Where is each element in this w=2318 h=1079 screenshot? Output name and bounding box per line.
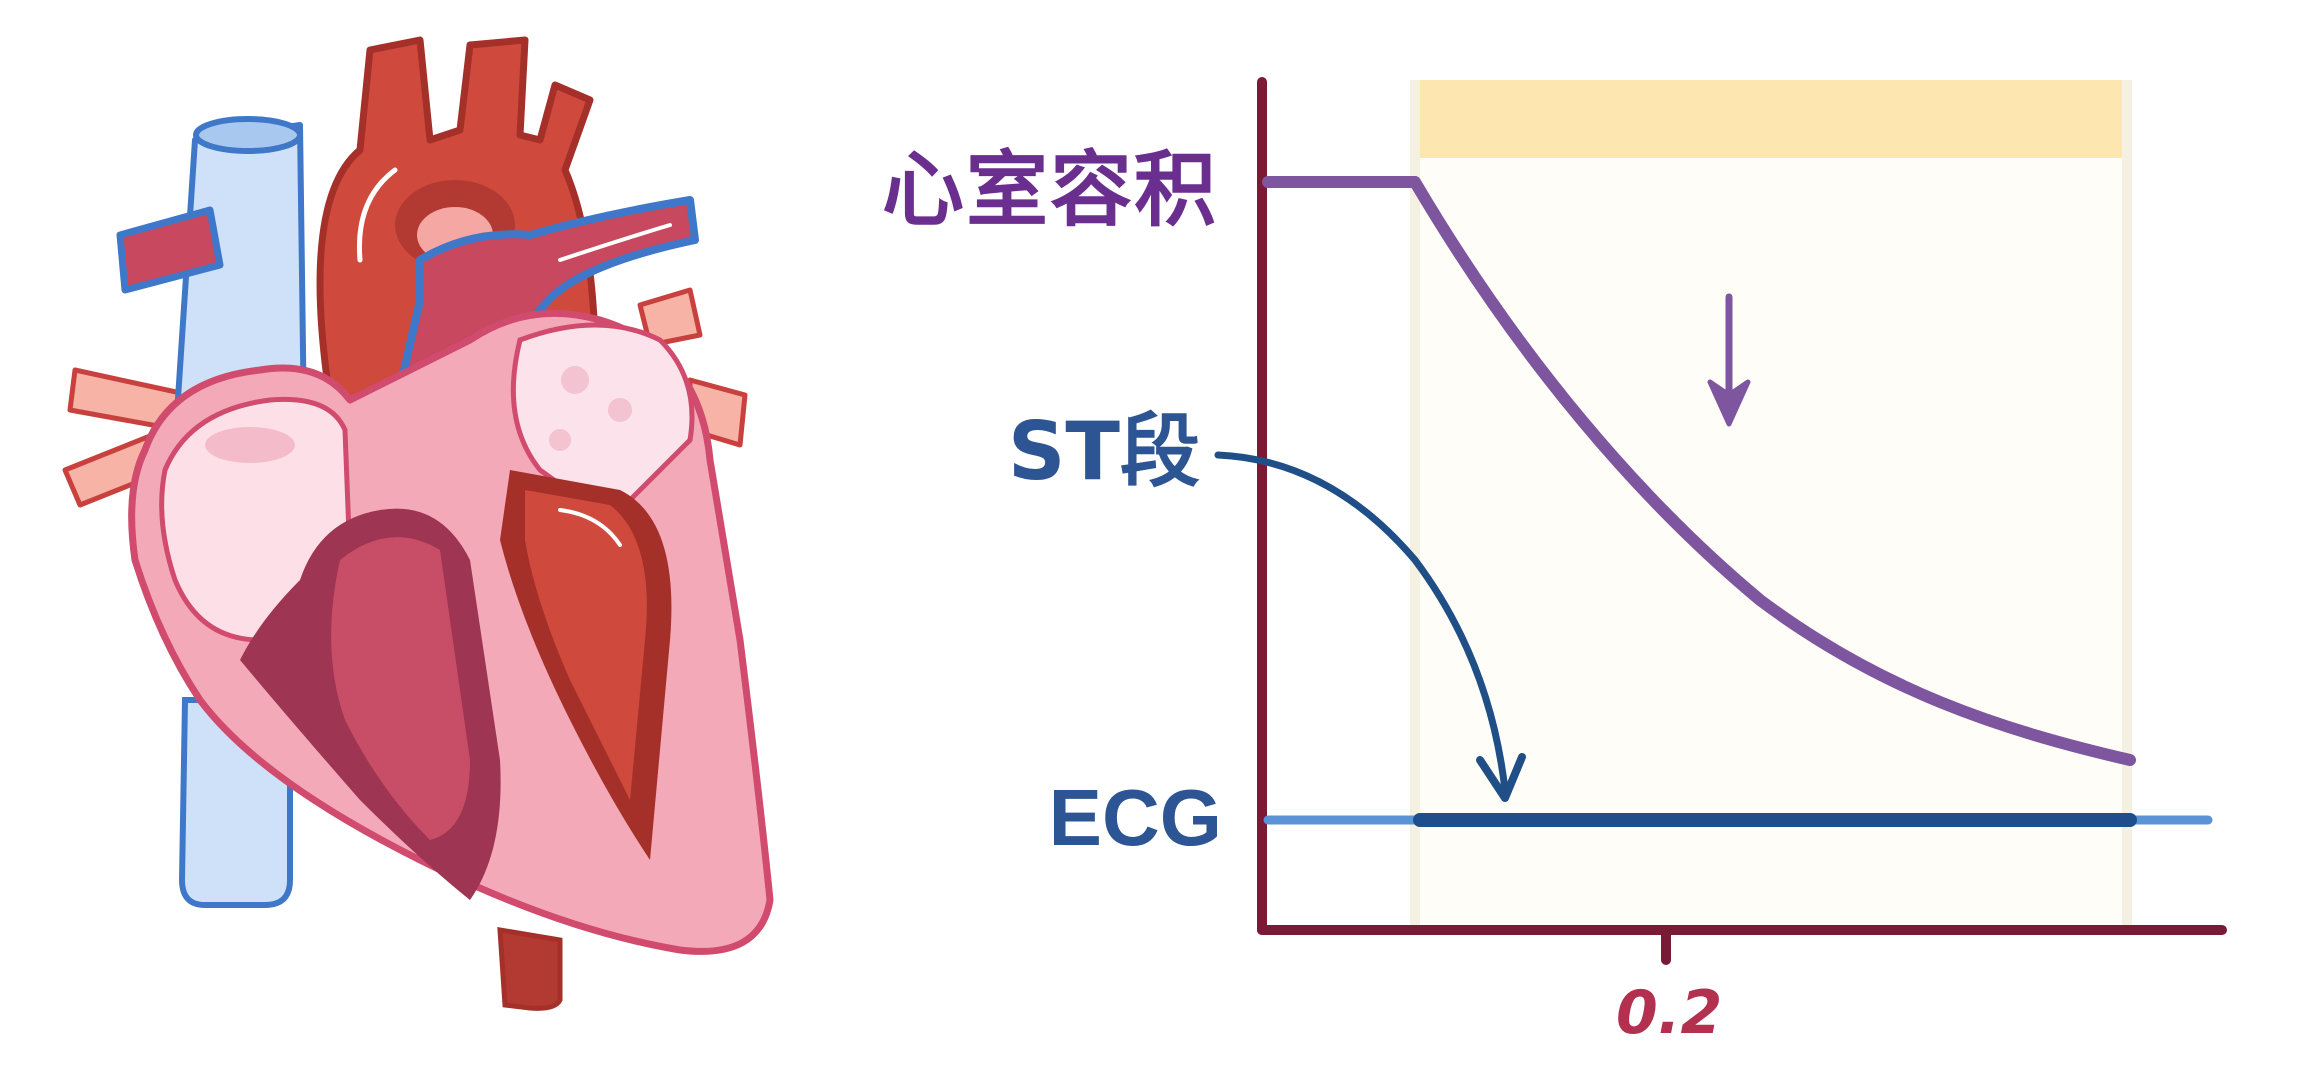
ecg-label: ECG <box>1048 773 1222 862</box>
left-atrium <box>510 322 695 524</box>
ejection-phase-band <box>1410 80 2132 925</box>
pulmonary-veins-right <box>637 287 748 448</box>
st-segment-pointer-arrow-icon <box>1214 451 1526 802</box>
st-segment-label: ST段 <box>1007 405 1200 498</box>
descending-aorta <box>497 927 563 1011</box>
volume-label: 心室容积 <box>881 143 1218 238</box>
right-pulmonary-artery <box>116 206 224 294</box>
volume-decrease-arrow-icon <box>1707 293 1751 427</box>
x-tick-label: 0.2 <box>1616 978 1723 1048</box>
ventricular-volume-line <box>1262 176 2136 766</box>
axes <box>1257 77 2227 965</box>
heart-body <box>128 309 774 955</box>
phase-highlight-bar <box>1420 80 2122 158</box>
